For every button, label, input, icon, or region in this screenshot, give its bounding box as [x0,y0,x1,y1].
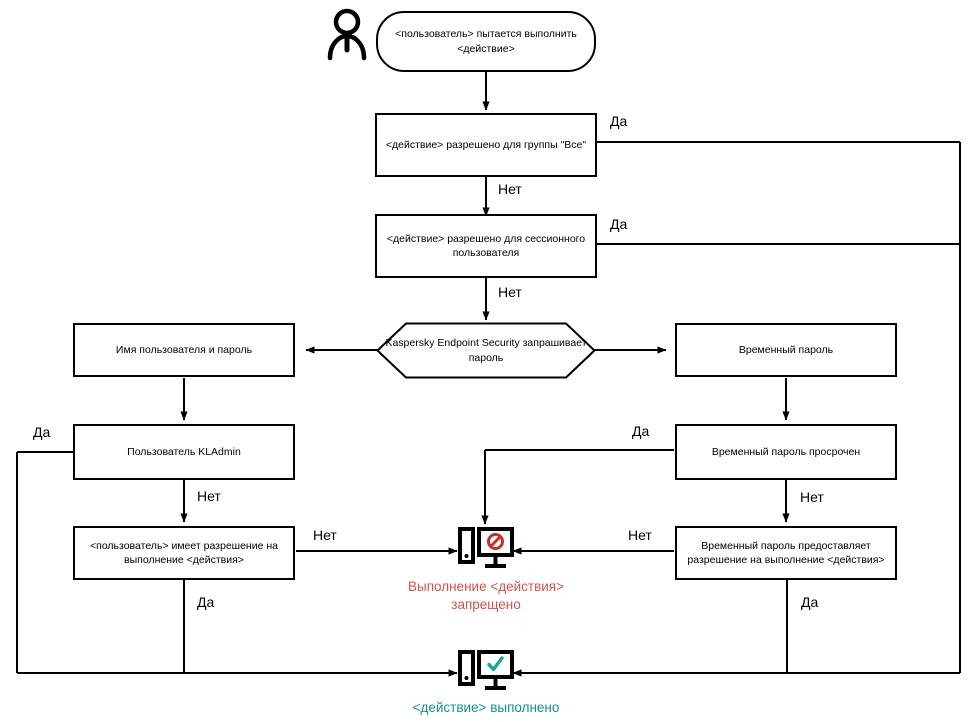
action-executed-label: <действие> выполнено [370,699,602,717]
node-temp-password-expired: Временный пароль просрочен [675,424,897,480]
node-username-password-label: Имя пользователя и пароль [115,343,253,356]
node-allowed-session-user: <действие> разрешено для сессионного пол… [375,214,597,278]
edge-label-session-no: Нет [498,284,522,300]
action-denied-icon [458,526,514,576]
edge-label-session-yes: Да [610,216,628,232]
edge-label-kladmin-no: Нет [197,488,221,504]
action-denied-label-line1: Выполнение <действия> [408,579,564,594]
action-denied-label: Выполнение <действия> запрещено [360,578,612,614]
edge-label-grants-yes: Да [801,594,819,610]
action-executed-icon [458,650,514,698]
node-kladmin-user: Пользователь KLAdmin [73,424,295,480]
node-user-has-permission: <пользователь> имеет разрешение на выпол… [73,526,295,580]
node-temp-password-grants-label: Временный пароль предоставляет разрешени… [687,539,885,566]
node-temp-password: Временный пароль [675,323,897,377]
edge-label-everyone-yes: Да [610,113,628,129]
node-start: <пользователь> пытается выполнить <дейст… [376,11,596,72]
edge-label-expired-yes: Да [632,423,650,439]
user-actor-icon [324,8,370,64]
node-temp-password-grants: Временный пароль предоставляет разрешени… [675,526,897,580]
node-temp-password-expired-label: Временный пароль просрочен [711,445,861,458]
node-start-label: <пользователь> пытается выполнить <дейст… [395,28,577,55]
edge-label-everyone-no: Нет [498,181,522,197]
edge-label-permission-yes: Да [197,594,215,610]
node-allowed-everyone: <действие> разрешено для группы "Все" [375,113,597,177]
node-user-has-permission-label: <пользователь> имеет разрешение на выпол… [90,539,278,566]
edge-label-kladmin-yes: Да [33,424,51,440]
action-denied-label-line2: запрещено [451,597,521,613]
node-kes-asks-password-label: Kaspersky Endpoint Security запрашивает … [385,337,587,364]
action-executed-label-text: <действие> выполнено [412,700,560,715]
edge-label-permission-no: Нет [313,527,337,543]
node-kes-asks-password: Kaspersky Endpoint Security запрашивает … [376,322,596,379]
node-username-password: Имя пользователя и пароль [73,323,295,377]
edge-label-grants-no: Нет [628,527,652,543]
edge-label-expired-no: Нет [800,489,824,505]
node-temp-password-label: Временный пароль [738,343,834,356]
node-allowed-session-user-label: <действие> разрешено для сессионного пол… [386,232,586,259]
node-kladmin-user-label: Пользователь KLAdmin [127,445,241,458]
node-allowed-everyone-label: <действие> разрешено для группы "Все" [385,138,587,151]
